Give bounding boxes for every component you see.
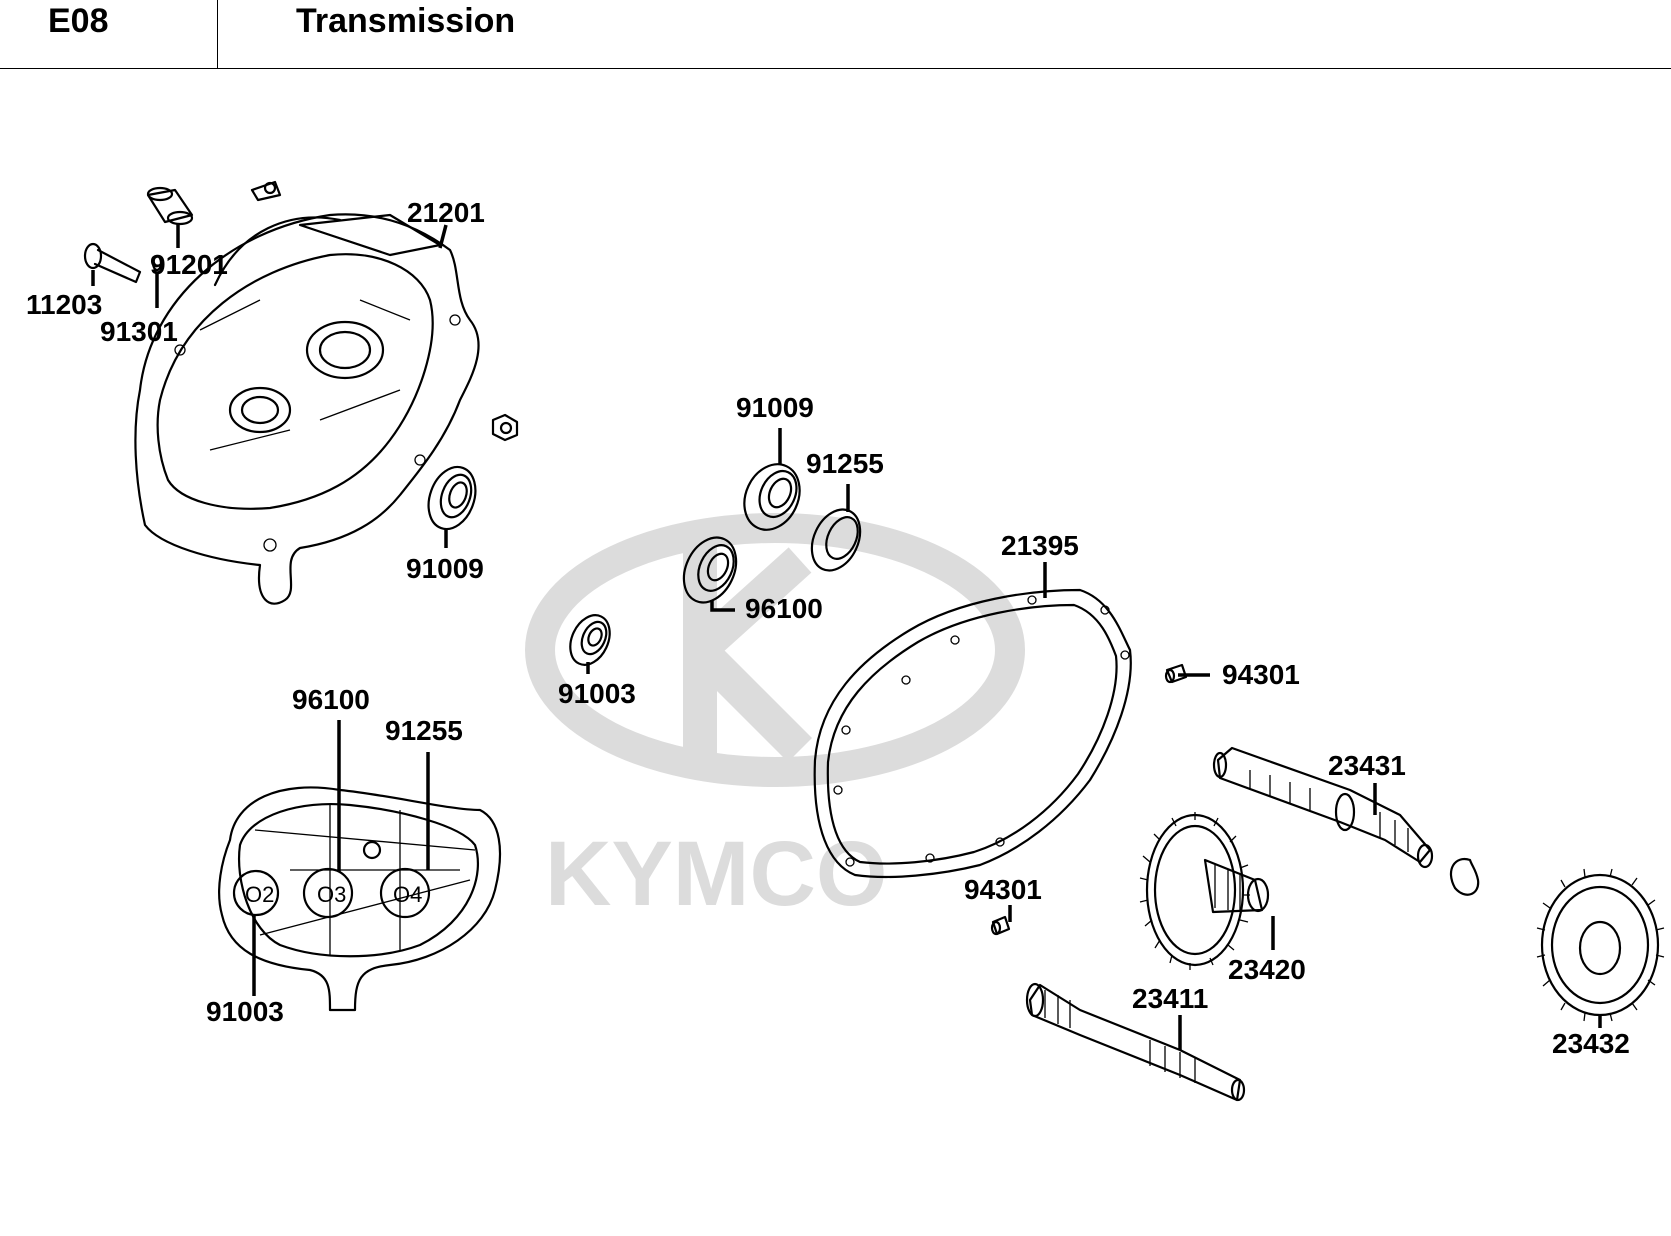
part-21201-left-case: [134, 213, 480, 605]
part-11203-bolt: [83, 242, 142, 284]
part-94301-dowel-lower: [990, 915, 1011, 936]
callout-11203: 11203: [26, 289, 102, 320]
callout-91255-case: 91255: [385, 715, 463, 746]
callout-91003-center: 91003: [558, 678, 636, 709]
callout-23420: 23420: [1228, 954, 1306, 985]
section-code: E08: [48, 2, 109, 40]
callout-91255-upper: 91255: [806, 448, 884, 479]
flange-nut-part: [491, 413, 519, 442]
transmission-cover-inner: O2 O3 O4: [218, 786, 502, 1012]
section-title: Transmission: [296, 2, 516, 40]
snap-ring-part: [1449, 857, 1480, 896]
callout-23432: 23432: [1552, 1028, 1630, 1059]
part-96100-bearing-center: [682, 536, 738, 604]
part-23420-countershaft-gear: [1139, 812, 1270, 970]
part-23432-final-gear: [1536, 868, 1665, 1022]
leader-lines: [91, 224, 1602, 1050]
callout-91009-lower: 91009: [406, 553, 484, 584]
callout-91009-upper: 91009: [736, 392, 814, 423]
callout-21395: 21395: [1001, 530, 1079, 561]
part-23431-final-shaft: [1212, 746, 1434, 869]
callout-91003-case: 91003: [206, 996, 284, 1027]
small-dowel-part: [250, 180, 282, 202]
callout-labels: 21201 91201 11203 91301 91009 91009 9125…: [26, 197, 1630, 1059]
callout-91201: 91201: [150, 249, 228, 280]
part-91009-bearing-lower: [427, 465, 477, 531]
callout-23411: 23411: [1132, 983, 1208, 1014]
case-marker-o4: O4: [393, 882, 422, 907]
part-91003-bearing-center: [569, 614, 611, 666]
part-23411-drive-shaft: [1025, 982, 1246, 1102]
case-marker-o2: O2: [245, 882, 274, 907]
callout-94301-lower: 94301: [964, 874, 1042, 905]
kymco-watermark: KYMCO: [525, 513, 1025, 925]
callout-96100-center: 96100: [745, 593, 823, 624]
header-divider: [217, 0, 218, 68]
part-91009-bearing-upper: [743, 463, 801, 531]
watermark-brand: KYMCO: [545, 823, 887, 925]
part-21395-gasket: [813, 588, 1132, 879]
part-91201-sleeve: [146, 186, 194, 226]
callout-94301-upper: 94301: [1222, 659, 1300, 690]
callout-21201: 21201: [407, 197, 485, 228]
part-91301-washer: [151, 254, 163, 272]
callout-91301: 91301: [100, 316, 178, 347]
page-header: E08 Transmission: [0, 0, 1671, 69]
case-marker-o3: O3: [317, 882, 346, 907]
part-94301-dowel-upper: [1164, 663, 1188, 684]
callout-96100-case: 96100: [292, 684, 370, 715]
callout-23431: 23431: [1328, 750, 1406, 781]
